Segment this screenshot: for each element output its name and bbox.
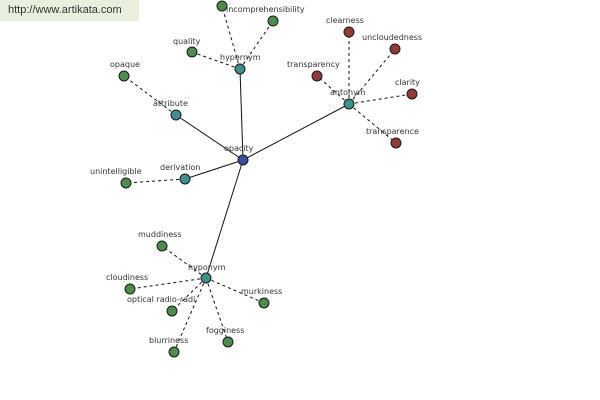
edge-hyponym-to-cloudiness [129,277,207,290]
term-label-transparency: transparency [287,60,340,69]
relation-node-hyponym[interactable] [200,272,212,284]
term-label-murkiness: murkiness [241,287,282,296]
term-node-fogginess[interactable] [222,336,234,348]
term-label-quality: quality [173,37,201,46]
edge-root-to-hyponym [205,159,244,279]
term-label-blurriness: blurriness [149,336,188,345]
term-node-incomprehensibility[interactable] [267,15,279,27]
term-node-unintelligible[interactable] [120,177,132,189]
term-node-optical-radio-radi[interactable] [166,305,178,317]
relation-node-attribute[interactable] [170,109,182,121]
term-node-transparence[interactable] [390,137,402,149]
edge-hypernym-to-hyper-top [221,5,241,70]
term-node-clearness[interactable] [343,26,355,38]
edge-hypernym-to-incomprehensibility [239,20,274,70]
term-node-quality[interactable] [186,46,198,58]
term-node-murkiness[interactable] [258,297,270,309]
term-label-transparence: transparence [366,127,419,136]
graph-edges [123,5,413,353]
term-node-uncloudedness[interactable] [389,43,401,55]
root-node[interactable] [237,154,249,166]
term-node-muddiness[interactable] [156,240,168,252]
graph-labels: incomprehensibility quality hypernym clearn… [90,5,422,345]
graph-nodes [118,0,418,358]
watermark-url: http://www.artikata.com [0,0,139,21]
term-node-clarity[interactable] [406,88,418,100]
relation-label-attribute: attribute [153,99,188,108]
relation-label-antonym: antonym [330,88,366,97]
edge-antonym-to-transparence [348,103,397,144]
edge-hyponym-to-optical-radio-radi [171,277,207,312]
edge-hypernym-to-quality [191,51,241,70]
edge-hyponym-to-muddiness [161,245,207,279]
term-node-blurriness[interactable] [168,346,180,358]
term-label-fogginess: fogginess [206,326,244,335]
edge-root-to-hypernym [239,68,244,161]
term-label-unintelligible: unintelligible [90,167,142,176]
edge-antonym-to-transparency [316,75,350,105]
term-label-cloudiness: cloudiness [106,273,148,282]
edge-hyponym-to-murkiness [205,277,265,304]
edge-hyponym-to-blurriness [173,277,207,353]
term-label-opaque: opaque [110,60,140,69]
root-label: opacity [224,144,254,153]
term-label-uncloudedness: uncloudedness [362,33,422,42]
term-node-hyper-top[interactable] [216,0,228,12]
relation-label-hyponym: hyponym [188,263,226,272]
term-label-incomprehensibility: incomprehensibility [226,5,305,14]
relation-label-hypernym: hypernym [220,53,261,62]
edge-attribute-to-opaque [123,75,177,116]
term-label-clarity: clarity [395,78,420,87]
term-node-transparency[interactable] [311,70,323,82]
term-label-muddiness: muddiness [138,230,182,239]
relation-node-hypernym[interactable] [234,63,246,75]
term-label-optical-radio-radi: optical radio-radi [127,295,195,304]
term-node-cloudiness[interactable] [124,283,136,295]
term-node-opaque[interactable] [118,70,130,82]
edge-hyponym-to-fogginess [205,277,229,343]
edge-derivation-to-unintelligible [125,178,186,184]
edge-antonym-to-clarity [348,93,413,105]
relation-node-derivation[interactable] [179,173,191,185]
relation-label-derivation: derivation [160,163,200,172]
edge-root-to-derivation [184,159,244,180]
term-label-clearness: clearness [326,16,364,25]
edge-root-to-antonym [242,103,350,161]
edge-root-to-attribute [175,114,244,161]
relation-node-antonym[interactable] [343,98,355,110]
